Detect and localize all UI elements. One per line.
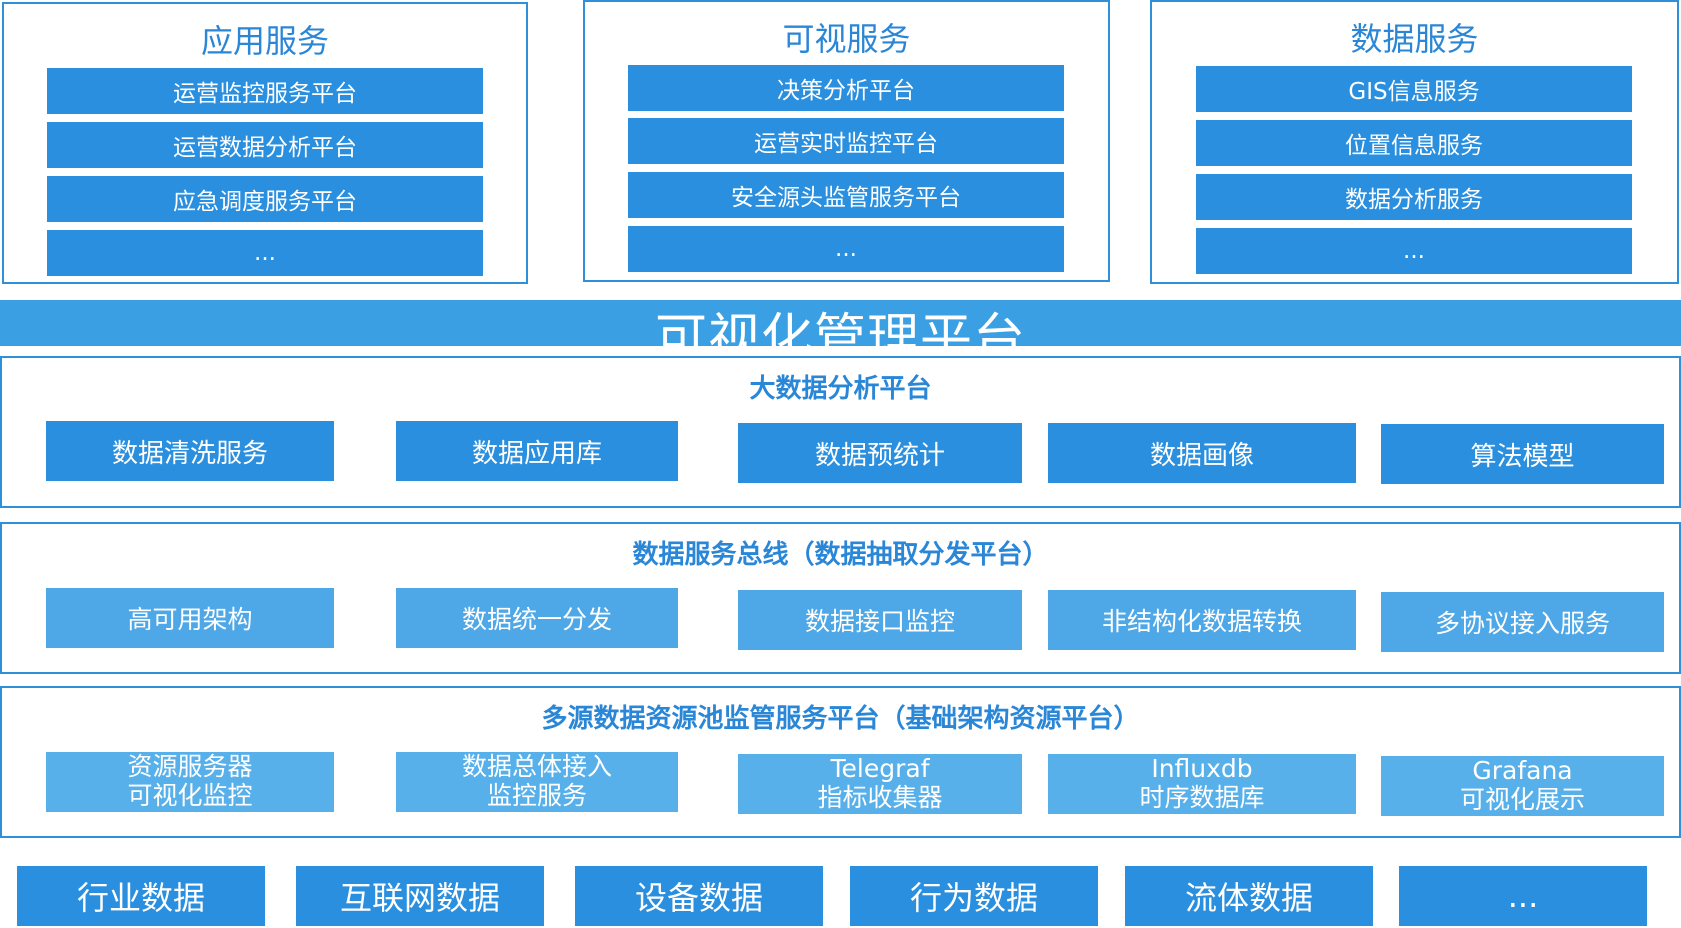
service-panel-data: 数据服务 GIS信息服务 位置信息服务 数据分析服务 ... <box>1150 0 1679 284</box>
service-item: 应急调度服务平台 <box>47 176 483 222</box>
service-item-more: ... <box>1196 228 1632 274</box>
bus-panel: 数据服务总线（数据抽取分发平台） 高可用架构 数据统一分发 数据接口监控 非结构… <box>0 522 1681 674</box>
service-panel-title: 应用服务 <box>200 22 329 60</box>
pool-item-line: Grafana <box>1472 756 1573 786</box>
source-item: 流体数据 <box>1125 866 1373 926</box>
pool-item-line: 指标收集器 <box>817 783 943 812</box>
analysis-title: 大数据分析平台 <box>749 374 932 404</box>
management-title: 可视化管理平台 <box>654 309 1026 346</box>
service-panel-title: 数据服务 <box>1350 20 1479 58</box>
service-item-more: ... <box>628 226 1064 272</box>
service-item-more: ... <box>47 230 483 276</box>
service-item: 数据分析服务 <box>1196 174 1632 220</box>
service-item: 运营数据分析平台 <box>47 122 483 168</box>
pool-item-line: 监控服务 <box>486 781 587 810</box>
source-item: 行为数据 <box>850 866 1098 926</box>
analysis-item: 数据应用库 <box>396 421 678 481</box>
pool-item-line: Influxdb <box>1151 754 1253 784</box>
service-panel-application: 应用服务 运营监控服务平台 运营数据分析平台 应急调度服务平台 ... <box>2 2 528 284</box>
analysis-item: 数据画像 <box>1048 423 1356 483</box>
pool-item-line: 数据总体接入 <box>461 752 612 782</box>
source-item-more: ... <box>1399 866 1647 926</box>
bus-item: 数据统一分发 <box>396 588 678 648</box>
source-item: 行业数据 <box>17 866 265 926</box>
management-bar: 可视化管理平台 <box>0 300 1681 346</box>
bus-item: 非结构化数据转换 <box>1048 590 1356 650</box>
pool-item-line: 可视化监控 <box>127 781 253 810</box>
pool-item: Influxdb 时序数据库 <box>1048 754 1356 814</box>
analysis-panel: 大数据分析平台 数据清洗服务 数据应用库 数据预统计 数据画像 算法模型 <box>0 356 1681 508</box>
bus-title: 数据服务总线（数据抽取分发平台） <box>632 540 1049 570</box>
bus-item: 高可用架构 <box>46 588 334 648</box>
pool-item: Telegraf 指标收集器 <box>738 754 1022 814</box>
pool-title: 多源数据资源池监管服务平台（基础架构资源平台） <box>541 704 1140 734</box>
service-item: 位置信息服务 <box>1196 120 1632 166</box>
service-item: GIS信息服务 <box>1196 66 1632 112</box>
analysis-item: 算法模型 <box>1381 424 1664 484</box>
service-item: 安全源头监管服务平台 <box>628 172 1064 218</box>
analysis-item: 数据清洗服务 <box>46 421 334 481</box>
service-item: 决策分析平台 <box>628 65 1064 111</box>
service-item: 运营实时监控平台 <box>628 118 1064 164</box>
service-item: 运营监控服务平台 <box>47 68 483 114</box>
pool-item-line: Telegraf <box>830 754 930 784</box>
pool-item: 数据总体接入 监控服务 <box>396 752 678 812</box>
pool-item: Grafana 可视化展示 <box>1381 756 1664 816</box>
pool-item-line: 资源服务器 <box>127 752 253 782</box>
service-panel-visual: 可视服务 决策分析平台 运营实时监控平台 安全源头监管服务平台 ... <box>583 0 1110 282</box>
analysis-item: 数据预统计 <box>738 423 1022 483</box>
pool-item-line: 可视化展示 <box>1459 785 1585 814</box>
service-panel-title: 可视服务 <box>782 20 911 58</box>
pool-item-line: 时序数据库 <box>1139 783 1265 812</box>
bus-item: 多协议接入服务 <box>1381 592 1664 652</box>
bus-item: 数据接口监控 <box>738 590 1022 650</box>
source-item: 互联网数据 <box>296 866 544 926</box>
source-item: 设备数据 <box>575 866 823 926</box>
pool-panel: 多源数据资源池监管服务平台（基础架构资源平台） 资源服务器 可视化监控 数据总体… <box>0 686 1681 838</box>
pool-item: 资源服务器 可视化监控 <box>46 752 334 812</box>
